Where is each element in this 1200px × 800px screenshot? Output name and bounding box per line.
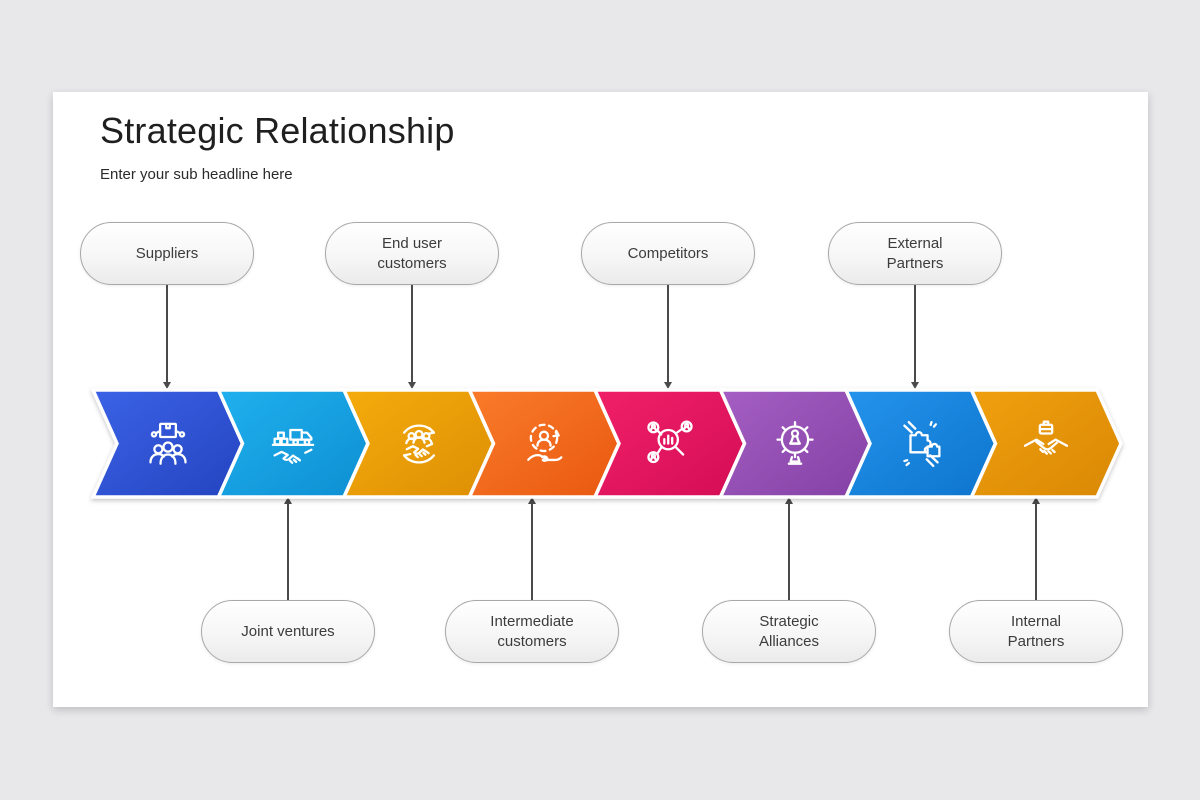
node-joint-ventures: Joint ventures [201, 600, 375, 663]
customers-handshake-cycle-icon [391, 416, 447, 472]
connector-suppliers [163, 285, 171, 389]
puzzle-hands-icon [893, 416, 949, 472]
chevron-segment-internal-partners [968, 388, 1123, 499]
node-joint-ventures-label: Joint ventures [241, 622, 335, 640]
node-suppliers-label: Suppliers [135, 244, 199, 262]
node-intermediate-customers-label: Intermediate customers [490, 613, 574, 650]
connector-intermediate-customers [528, 497, 536, 600]
briefcase-handshake-icon [1018, 416, 1074, 472]
arrow-up-icon [528, 497, 536, 504]
slide-subtitle: Enter your sub headline here [100, 166, 293, 183]
node-suppliers: Suppliers [80, 222, 254, 285]
arrow-down-icon [163, 382, 171, 389]
customer-care-cycle-icon [516, 416, 572, 472]
arrow-up-icon [785, 497, 793, 504]
node-end-user-customers-label: End user customers [377, 235, 447, 272]
connector-competitors [664, 285, 672, 389]
node-external-partners: External Partners [828, 222, 1002, 285]
node-intermediate-customers: Intermediate customers [445, 600, 619, 663]
node-strategic-alliances: Strategic Alliances [702, 600, 876, 663]
connector-joint-ventures [284, 497, 292, 600]
connector-internal-partners [1032, 497, 1040, 600]
connector-strategic-alliances [785, 497, 793, 600]
slide-title: Strategic Relationship [100, 110, 455, 151]
connector-end-user-customers [408, 285, 416, 389]
node-end-user-customers: End user customers [325, 222, 499, 285]
node-competitors: Competitors [581, 222, 755, 285]
arrow-up-icon [284, 497, 292, 504]
connector-external-partners [911, 285, 919, 389]
arrow-down-icon [408, 382, 416, 389]
node-competitors-label: Competitors [627, 244, 709, 262]
node-internal-partners: Internal Partners [949, 600, 1123, 663]
slide-card: Strategic Relationship Enter your sub he… [53, 92, 1148, 707]
chevron-band [90, 388, 1123, 499]
strategy-gear-chess-icon [767, 416, 823, 472]
arrow-down-icon [911, 382, 919, 389]
node-internal-partners-label: Internal Partners [1007, 613, 1065, 650]
arrow-up-icon [1032, 497, 1040, 504]
competitor-analysis-magnifier-icon [642, 416, 698, 472]
suppliers-box-team-icon [140, 416, 196, 472]
delivery-truck-handshake-icon [265, 416, 321, 472]
node-external-partners-label: External Partners [886, 235, 944, 272]
arrow-down-icon [664, 382, 672, 389]
node-strategic-alliances-label: Strategic Alliances [758, 613, 820, 650]
